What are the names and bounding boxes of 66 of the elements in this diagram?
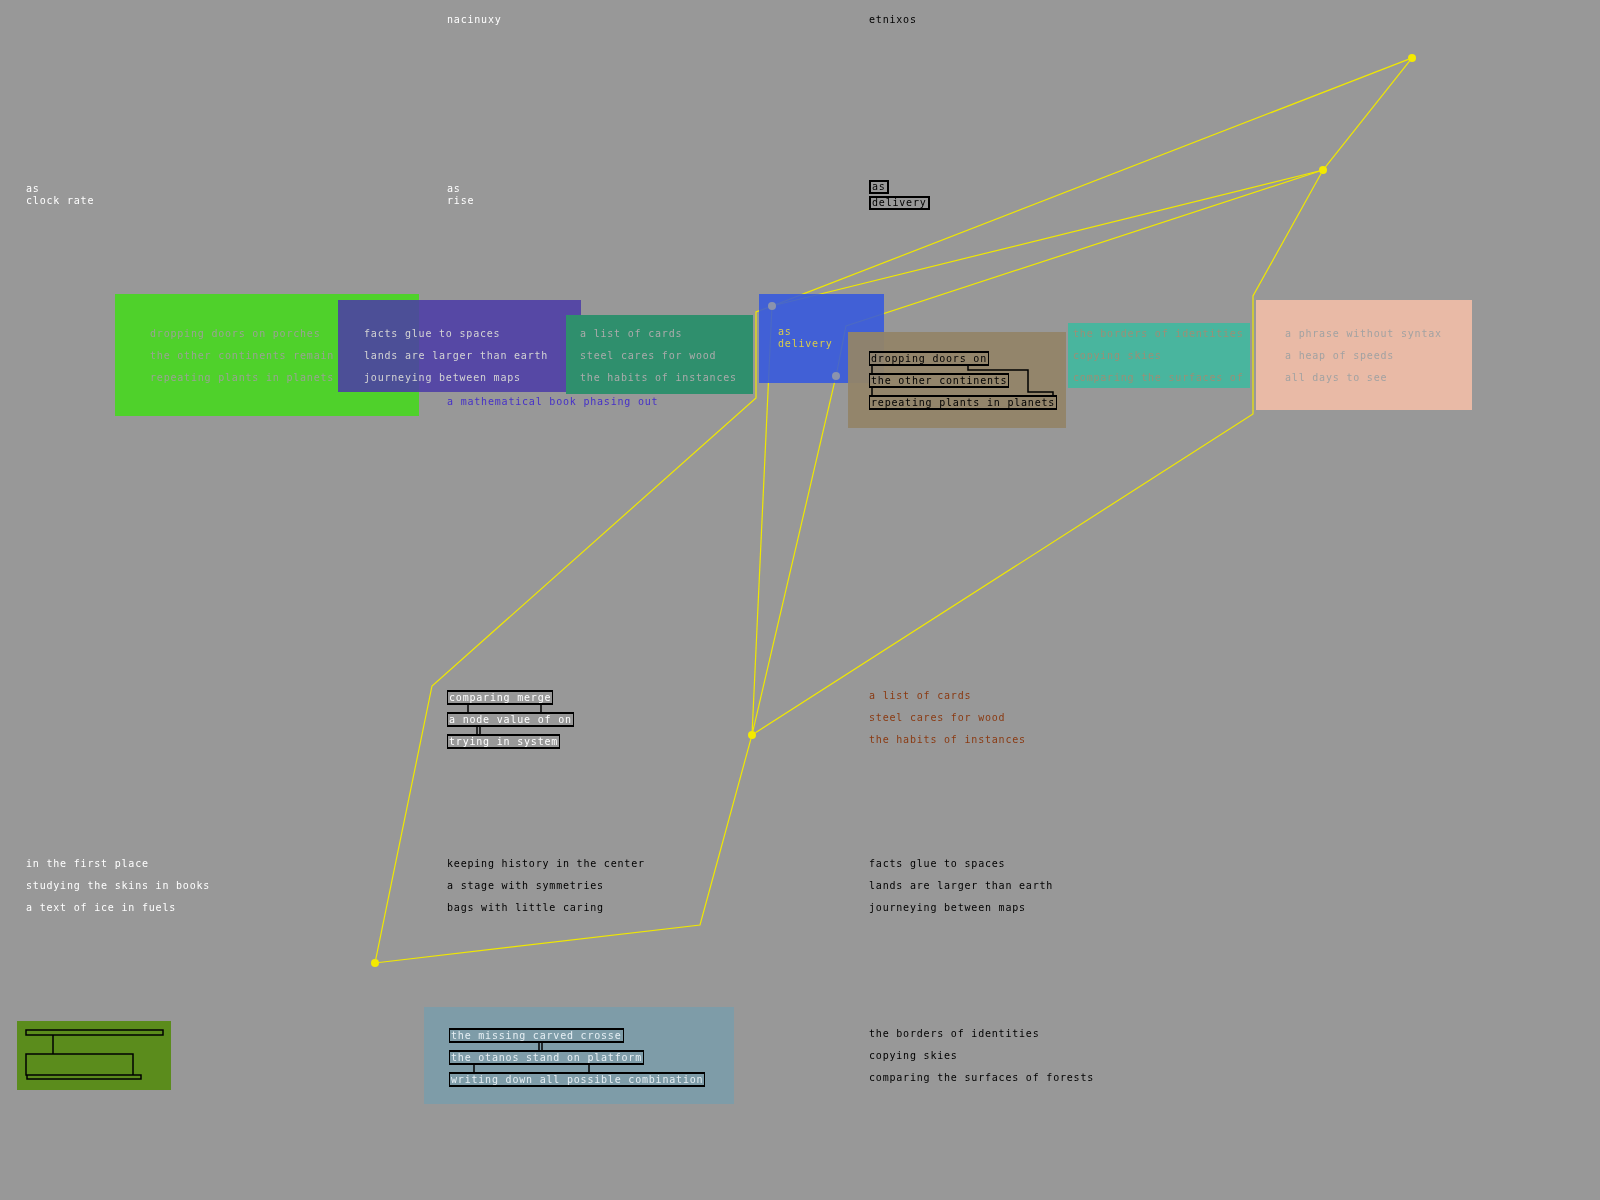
phrase-text: a list of cards <box>580 328 683 340</box>
label-text: the habits of instances <box>869 734 1026 746</box>
text-panel <box>1068 323 1250 388</box>
label-text: a stage with symmetries <box>447 880 604 892</box>
label-text: in the first place <box>26 858 149 870</box>
label-text: etnixos <box>869 14 917 26</box>
label-text: nacinuxy <box>447 14 502 26</box>
phrase-text: writing down all possible combination <box>449 1072 706 1087</box>
phrase-text: as <box>778 326 792 338</box>
junction-dot <box>748 731 756 739</box>
junction-dot <box>371 959 379 967</box>
junction-dot <box>832 372 840 380</box>
phrase-text: copying skies <box>1073 350 1162 362</box>
phrase-text: lands are larger than earth <box>364 350 549 362</box>
phrase-text: a phrase without syntax <box>1285 328 1442 340</box>
label-text: delivery <box>869 196 930 210</box>
label-text: a list of cards <box>869 690 972 702</box>
label-text: keeping history in the center <box>447 858 645 870</box>
connector-line <box>754 172 1322 734</box>
text-panel <box>424 1007 734 1104</box>
junction-dot <box>1408 54 1416 62</box>
label-text: clock rate <box>26 195 95 207</box>
phrase-text: the other continents remain <box>150 350 335 362</box>
phrase-text: the borders of identities <box>1073 328 1244 340</box>
label-text: copying skies <box>869 1050 958 1062</box>
label-text: the borders of identities <box>869 1028 1040 1040</box>
label-text: studying the skins in books <box>26 880 211 892</box>
phrase-text: steel cares for wood <box>580 350 717 362</box>
label-text: a text of ice in fuels <box>26 902 177 914</box>
text-panel <box>566 315 753 394</box>
phrase-text: the missing carved crosse <box>449 1028 624 1043</box>
label-text: trying in system <box>447 734 561 749</box>
connector-line <box>1324 60 1411 168</box>
phrase-text: all days to see <box>1285 372 1388 384</box>
empty-panel <box>17 1021 171 1090</box>
label-text: facts glue to spaces <box>869 858 1006 870</box>
label-text: as <box>447 183 461 195</box>
label-text: as <box>869 180 889 194</box>
label-text: a node value of on <box>447 712 574 727</box>
junction-dot <box>1319 166 1327 174</box>
label-text: rise <box>447 195 475 207</box>
phrase-text: the otanos stand on platform <box>449 1050 644 1065</box>
text-panel <box>338 300 581 392</box>
phrase-text: dropping doors on porches <box>150 328 321 340</box>
phrase-text: a heap of speeds <box>1285 350 1395 362</box>
phrase-text: journeying between maps <box>364 372 521 384</box>
phrase-text: dropping doors on <box>869 351 989 366</box>
phrase-text: repeating plants in planets <box>150 372 335 384</box>
phrase-text: facts glue to spaces <box>364 328 501 340</box>
phrase-text: the habits of instances <box>580 372 737 384</box>
label-text: bags with little caring <box>447 902 604 914</box>
label-text: lands are larger than earth <box>869 880 1054 892</box>
phrase-text: comparing the surfaces of <box>1073 372 1244 384</box>
text-panel <box>1256 300 1472 410</box>
phrase-text: delivery <box>778 338 833 350</box>
junction-dot <box>768 302 776 310</box>
text-panel <box>848 332 1066 428</box>
phrase-text: the other continents <box>869 373 1010 388</box>
label-text: a mathematical book phasing out <box>447 396 659 408</box>
connector-line <box>378 738 752 964</box>
label-text: as <box>26 183 40 195</box>
label-text: steel cares for wood <box>869 712 1006 724</box>
phrase-text: repeating plants in planets <box>869 395 1058 410</box>
label-text: comparing merge <box>447 690 554 705</box>
label-text: journeying between maps <box>869 902 1026 914</box>
label-text: comparing the surfaces of forests <box>869 1072 1095 1084</box>
